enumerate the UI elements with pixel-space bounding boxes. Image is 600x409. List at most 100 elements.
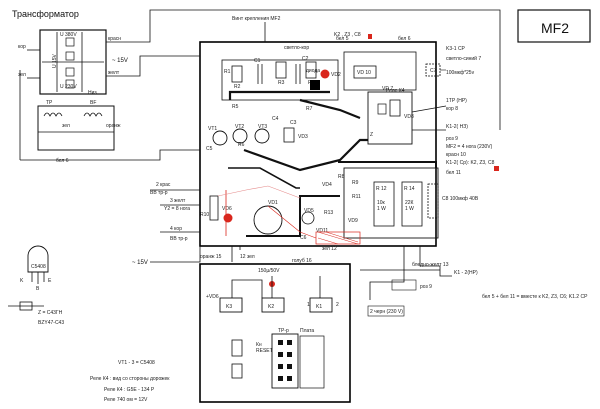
c4-label: C4 <box>272 116 279 122</box>
oranzh15-label: оранж 15 <box>200 254 222 260</box>
plata-label: Плата <box>300 328 314 334</box>
u230-label: U 230V <box>60 84 77 90</box>
c3-label: C3 <box>290 120 297 126</box>
zhelt-label: желт <box>108 70 120 76</box>
pin2-label: 2 <box>336 302 339 308</box>
orange-tr-label: оранж <box>106 123 121 129</box>
k2-label: K2 <box>268 304 274 310</box>
c6-label: C6 <box>300 235 307 241</box>
kbe-k-label: K <box>20 278 24 284</box>
rele-k4-label: Реле К4 <box>386 88 405 94</box>
v15-label: ~ 15V <box>112 58 128 64</box>
roz9-a-label: роз 9 <box>446 136 458 142</box>
tr-label: TP <box>46 100 53 106</box>
vd3-label: VD3 <box>298 134 308 140</box>
r13-label: R13 <box>324 210 333 216</box>
wires <box>20 9 501 300</box>
r14-label: R 14 <box>404 186 415 192</box>
bel6-top-label: бел 6 <box>398 36 411 42</box>
zhelt3-label: 3 желт <box>170 198 186 204</box>
zel-tr-label: зел <box>62 123 70 129</box>
r7-label: R7 <box>306 106 313 112</box>
c5-label: C5 <box>206 146 213 152</box>
u15-label: U 15V <box>52 53 58 68</box>
c7-label: C7 <box>430 68 437 74</box>
krasn2-label: 2 крас <box>156 182 171 188</box>
vd2-label: VD2 <box>331 72 341 78</box>
vt2-label: VT2 <box>235 124 244 130</box>
vd1-label: VD1 <box>268 200 278 206</box>
vd6b-label: +VD6 <box>206 294 219 300</box>
mf2-label: MF2 <box>541 20 569 36</box>
kbe-e-label: E <box>48 278 52 284</box>
zel12-label: 12 зел <box>240 254 255 260</box>
vv-tr-label: ВВ тр-р <box>150 190 168 196</box>
r8-label: R8 <box>338 174 345 180</box>
krasn10-label: красн 10 <box>446 152 466 158</box>
mf2-badge: MF2 <box>517 9 591 43</box>
kor-left-label: кор <box>18 44 26 50</box>
c8-label: С8 100мкф 40В <box>442 196 479 202</box>
bel5-top-label: бел 5 <box>336 36 349 42</box>
zel12b-label: зел 12 <box>322 246 337 252</box>
kor8-label: кор 8 <box>446 106 458 112</box>
r6-label: R6 <box>238 142 245 148</box>
k1-2hp-label: K1 - 2(HP) <box>454 270 478 276</box>
r5-label: R5 <box>232 104 239 110</box>
vt3-label: VT3 <box>258 124 267 130</box>
vd7-label: VD 7 <box>382 86 393 92</box>
cap-value-label: 150µ/50V <box>258 268 280 274</box>
dioda-label: диода <box>306 68 320 74</box>
svetlo-kor-label: светло-кор <box>284 45 309 51</box>
vv-tr2-label: ВВ тр-р <box>170 236 188 242</box>
tr-p-label: TP-р <box>278 328 289 334</box>
relay-note: Реле К4 : вид со стороны дорожек <box>90 376 170 382</box>
svetlo-siniy-label: светло-синий 7 <box>446 55 481 62</box>
zcap-label: Z = С43ГН <box>38 310 63 316</box>
c7-value-label: 100мкф*25v <box>446 70 475 76</box>
niz-label: Низ <box>88 90 97 96</box>
k1-2-no-label: K1-2( НЗ) <box>446 124 468 130</box>
vd10-label: VD 10 <box>357 70 371 76</box>
bel6-tr-label: бел 6 <box>56 158 69 164</box>
lower-board: K3 K2 K1 +VD6 150µ/50V 1 2 TP-р Плата Кн… <box>199 263 351 403</box>
relay-r-note: Реле 740 ом = 12V <box>104 397 148 403</box>
mf2-4-label: MF2 = 4 нога (230V) <box>446 144 493 150</box>
r11-label: R11 <box>352 194 361 200</box>
vd11-label: VD11 <box>316 228 328 234</box>
r1-label: R1 <box>224 69 231 75</box>
r9-label: R9 <box>352 180 359 186</box>
u380-label: U 380V <box>60 32 77 38</box>
k2k3c8-top-label: K2 , Z3 , C8 <box>334 32 361 38</box>
kor4-label: 4 кор <box>170 226 182 232</box>
bzy-label: BZY47-C43 <box>38 320 64 326</box>
vd4-label: VD4 <box>322 182 332 188</box>
mount-screw-label: Винт крепления MF2 <box>232 16 281 22</box>
vt-note: VT1 - 3 = C5408 <box>118 360 155 366</box>
kbe-b-label: B <box>36 286 40 292</box>
r2-label: R2 <box>234 84 241 90</box>
v15b-label: ~ 15V <box>132 260 148 266</box>
t1p-label: 1ТР (HP) <box>446 98 467 104</box>
bledno-zhel-label: бледно-желт 13 <box>412 262 449 268</box>
transformer: Трансформатор U 380V U 230V Низ кор зел … <box>12 9 128 164</box>
c1-label: C1 <box>254 58 261 64</box>
vd8-label: VD8 <box>404 114 414 120</box>
c5408-label: C5408 <box>31 264 46 270</box>
transformer-title: Трансформатор <box>12 9 79 19</box>
krasn-label: красн <box>108 36 121 42</box>
k1-2-cp-label: K1-2( Cp): K2, Z3, C8 <box>446 160 495 166</box>
r12-label: R 12 <box>376 186 387 192</box>
bel5-11-note: бел 5 + бел 11 = вместе к K2, Z3, C6; K1… <box>482 294 588 300</box>
vt1-label: VT1 <box>208 126 217 132</box>
vf-label: ВF <box>90 100 96 106</box>
bel11-label: бел 11 <box>446 170 461 176</box>
roz9-b-label: роз 9 <box>420 284 432 290</box>
z-note: Z <box>370 132 373 138</box>
pin1-label: 1 <box>307 302 310 308</box>
relay-k4-note: Реле К4 : G5E - 134 P <box>104 387 155 393</box>
